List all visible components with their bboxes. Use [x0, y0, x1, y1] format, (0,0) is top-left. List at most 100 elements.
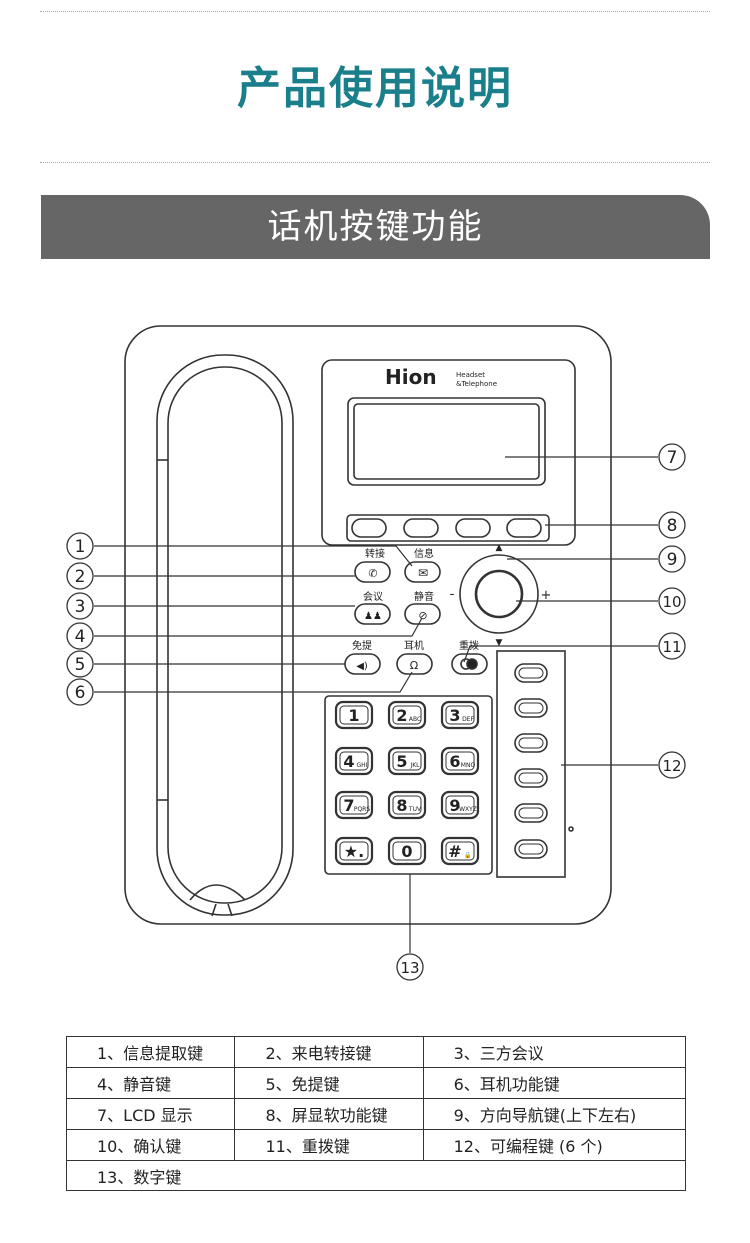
programmable-keys: [514, 663, 548, 859]
key-digit: 5: [396, 752, 407, 771]
callout-number: 7: [667, 448, 678, 468]
callout-2: 2: [66, 562, 94, 590]
phone-body: [124, 325, 612, 925]
programmable-key[interactable]: [514, 663, 548, 683]
mute-button[interactable]: [404, 603, 441, 625]
navigation-pad[interactable]: [459, 554, 539, 634]
keypad-key[interactable]: ★.: [334, 836, 374, 866]
redial-icon: [460, 658, 478, 670]
redial-button[interactable]: [451, 653, 488, 675]
programmable-key-panel: [496, 650, 566, 878]
nav-minus: -: [450, 587, 455, 602]
legend-table: 1、信息提取键 2、来电转接键 3、三方会议 4、静音键 5、免提键 6、耳机功…: [65, 1036, 687, 1191]
key-letters: GHI: [357, 762, 368, 769]
phone-diagram: Hion Headset &Telephone 转接 信息 ✆ ✉ 会议 静音 …: [66, 325, 686, 981]
phone-transfer-icon: ✆: [368, 567, 377, 580]
keypad-frame: [324, 695, 493, 875]
headset-icon: Ω: [410, 659, 418, 672]
message-button[interactable]: [404, 561, 441, 583]
soft-key-row: [351, 518, 542, 538]
key-digit: 1: [348, 706, 359, 725]
nav-plus: +: [541, 588, 552, 603]
ok-button[interactable]: [474, 569, 524, 619]
transfer-button[interactable]: [354, 561, 391, 583]
programmable-key[interactable]: [514, 698, 548, 718]
key-letters: DEF: [462, 716, 474, 723]
top-divider: [40, 11, 710, 12]
callout-10: 10: [658, 587, 686, 615]
programmable-key[interactable]: [514, 839, 548, 859]
legend-cell: 2、来电转接键: [234, 1036, 424, 1068]
callout-12: 12: [658, 751, 686, 779]
callout-number: 5: [75, 655, 86, 675]
callout-number: 2: [75, 567, 86, 587]
legend-cell: 4、静音键: [65, 1067, 236, 1099]
brand-logo: Hion: [385, 365, 437, 389]
key-digit: 3: [449, 706, 460, 725]
legend-cell: 5、免提键: [234, 1067, 424, 1099]
key-digit: 7: [343, 796, 354, 815]
indicator-dot: [568, 826, 574, 832]
label-redial: 重拨: [459, 639, 479, 652]
legend-cell: 6、耳机功能键: [422, 1067, 687, 1099]
section-banner: 话机按键功能: [41, 195, 710, 259]
key-digit: 8: [396, 796, 407, 815]
legend-cell: 11、重拨键: [234, 1129, 424, 1161]
keypad-key[interactable]: 1: [334, 700, 374, 730]
speaker-icon: ◀): [356, 661, 368, 672]
label-message: 信息: [414, 547, 434, 560]
leader-lines: [94, 456, 658, 953]
legend-cell: 13、数字键: [66, 1160, 686, 1191]
callout-number: 6: [75, 683, 86, 703]
callout-number: 12: [662, 757, 681, 775]
key-letters: ABC: [409, 716, 421, 723]
conference-button[interactable]: [354, 603, 391, 625]
soft-key[interactable]: [506, 518, 542, 538]
handset: [156, 354, 294, 917]
keypad-key[interactable]: 0: [387, 836, 427, 866]
programmable-key[interactable]: [514, 803, 548, 823]
callout-number: 4: [75, 627, 86, 647]
legend-cell: 9、方向导航键(上下左右): [422, 1098, 687, 1130]
callout-6: 6: [66, 678, 94, 706]
headset-button[interactable]: [396, 653, 433, 675]
title-divider: [40, 162, 710, 163]
soft-key[interactable]: [403, 518, 439, 538]
envelope-icon: ✉: [418, 566, 428, 580]
programmable-key[interactable]: [514, 768, 548, 788]
nav-down-icon: ▼: [496, 638, 503, 648]
label-transfer: 转接: [365, 547, 385, 560]
soft-keys: [346, 514, 550, 542]
soft-key[interactable]: [351, 518, 387, 538]
soft-key[interactable]: [455, 518, 491, 538]
callout-13: 13: [396, 953, 424, 981]
callout-3: 3: [66, 592, 94, 620]
brand-line2: &Telephone: [456, 380, 497, 388]
callout-4: 4: [66, 622, 94, 650]
legend-cell: 8、屏显软功能键: [234, 1098, 424, 1130]
callout-1: 1: [66, 532, 94, 560]
callout-5: 5: [66, 650, 94, 678]
callout-number: 8: [667, 516, 678, 536]
key-digit: #: [448, 842, 461, 861]
key-digit: 2: [396, 706, 407, 725]
keypad-key[interactable]: #🔒: [440, 836, 480, 866]
people-icon: ♟♟: [364, 611, 382, 622]
legend-cell: 3、三方会议: [422, 1036, 687, 1068]
section-title: 话机按键功能: [267, 207, 484, 247]
key-letters: JKL: [409, 762, 420, 769]
programmable-key[interactable]: [514, 733, 548, 753]
callout-number: 11: [662, 638, 681, 656]
callout-number: 13: [400, 959, 419, 977]
key-digit: 9: [449, 796, 460, 815]
